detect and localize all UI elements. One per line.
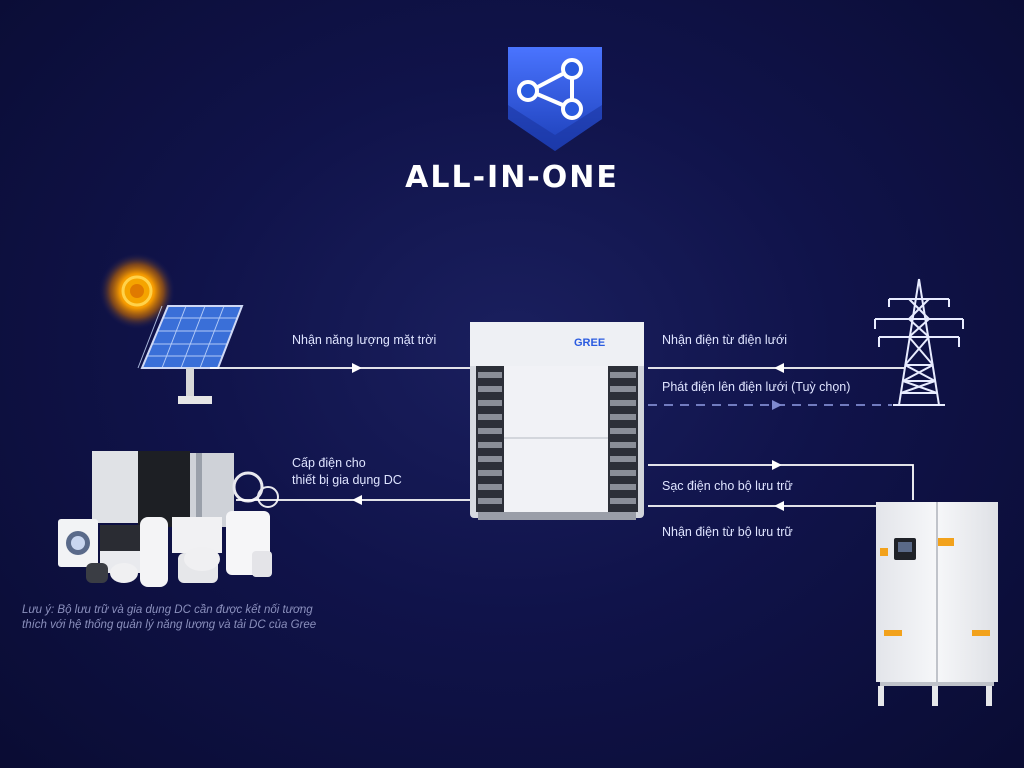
- footnote: Lưu ý: Bộ lưu trữ và gia dụng DC cần đượ…: [22, 603, 382, 633]
- page-title: ALL-IN-ONE: [405, 160, 619, 195]
- gree-logo: GREE: [574, 337, 605, 349]
- arrow-grid-out: [772, 400, 782, 410]
- arrow-grid-in: [774, 363, 784, 373]
- footnote-line-2: thích với hệ thống quản lý năng lượng và…: [22, 619, 317, 631]
- arrow-storage-in: [774, 501, 784, 511]
- hvac-unit-icon: GREE: [470, 322, 644, 520]
- label-dc-out-1: Cấp điện cho: [292, 456, 366, 470]
- label-grid-out: Phát điện lên điện lưới (Tuỳ chọn): [662, 380, 851, 394]
- arrow-storage-charge: [772, 460, 782, 470]
- label-dc-out-2: thiết bị gia dụng DC: [292, 473, 402, 487]
- label-solar-in: Nhận năng lượng mặt trời: [292, 333, 437, 347]
- label-grid-in: Nhận điện từ điện lưới: [662, 333, 787, 347]
- sun-icon: [99, 253, 175, 329]
- share-network-icon: [508, 47, 602, 151]
- arrow-dc: [352, 495, 362, 505]
- arrow-solar: [352, 363, 362, 373]
- footnote-line-1: Lưu ý: Bộ lưu trữ và gia dụng DC cần đượ…: [22, 604, 313, 616]
- label-storage-in: Nhận điện từ bộ lưu trữ: [662, 525, 793, 539]
- flow-line-storage-charge: [648, 464, 914, 500]
- label-storage-charge: Sạc điện cho bộ lưu trữ: [662, 479, 793, 493]
- dc-appliances-icon: [58, 451, 279, 587]
- power-tower-icon: [874, 278, 964, 406]
- battery-storage-icon: [876, 502, 998, 706]
